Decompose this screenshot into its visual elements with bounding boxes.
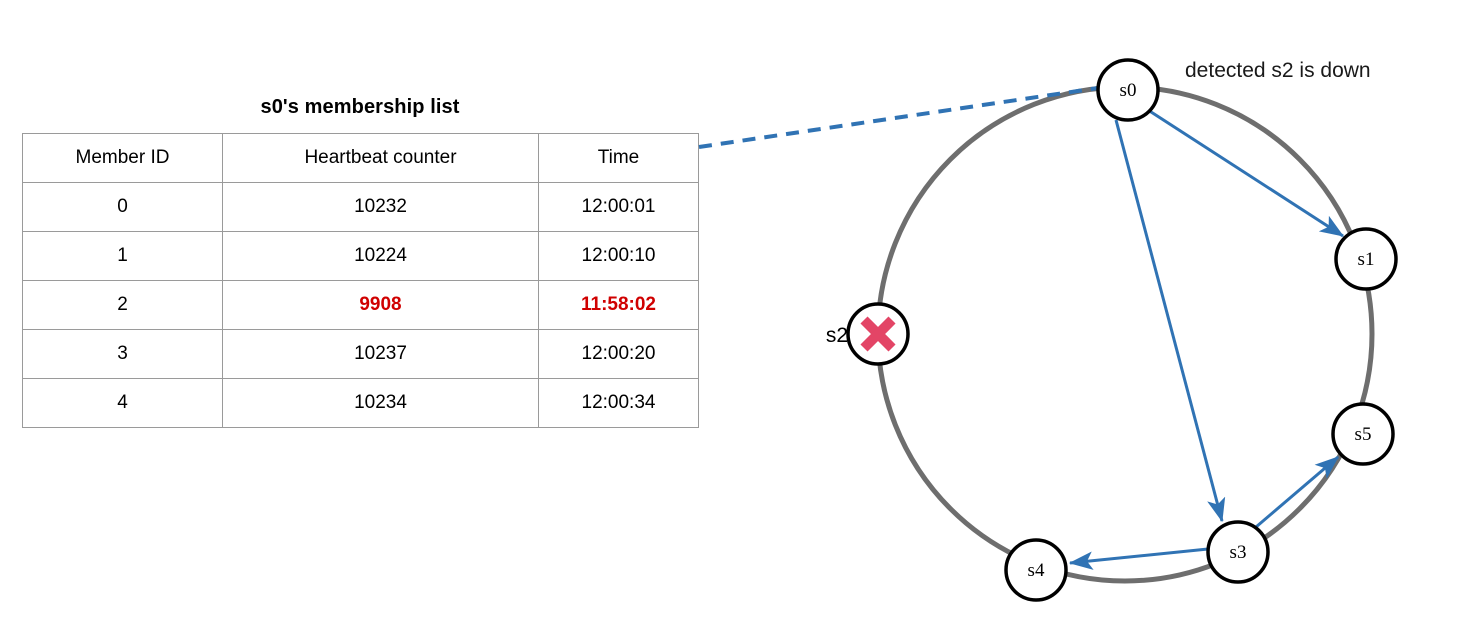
- table-row: 0 10232 12:00:01: [22, 182, 699, 232]
- cell-member-id: 2: [22, 280, 223, 330]
- node-label-s3: s3: [1230, 542, 1247, 563]
- ring-node-s3[interactable]: s3: [1206, 520, 1270, 584]
- gossip-arrow-s3-to-s5: [1255, 455, 1339, 529]
- cell-time-down: 11:58:02: [538, 280, 699, 330]
- column-header-heartbeat: Heartbeat counter: [222, 133, 539, 183]
- ring-node-s1[interactable]: s1: [1334, 227, 1398, 291]
- membership-table-block: s0's membership list Member ID Heartbeat…: [22, 96, 699, 428]
- cell-member-id: 4: [22, 378, 223, 428]
- node-label-s2: s2: [826, 324, 848, 347]
- table-row: 1 10224 12:00:10: [22, 231, 699, 281]
- column-header-member-id: Member ID: [22, 133, 223, 183]
- cell-heartbeat: 10232: [222, 182, 539, 232]
- cell-member-id: 3: [22, 329, 223, 379]
- cell-heartbeat: 10224: [222, 231, 539, 281]
- cell-heartbeat: 10234: [222, 378, 539, 428]
- gossip-arrow-s0-to-s1: [1147, 108, 1345, 238]
- node-label-s0: s0: [1120, 80, 1137, 101]
- cell-member-id: 0: [22, 182, 223, 232]
- node-circle-s4: [1004, 538, 1068, 602]
- node-label-s5: s5: [1355, 424, 1372, 445]
- table-row-down: 2 9908 11:58:02: [22, 280, 699, 330]
- ring-node-s2-down[interactable]: s2: [826, 302, 910, 366]
- cell-member-id: 1: [22, 231, 223, 281]
- node-label-s4: s4: [1028, 560, 1045, 581]
- cell-time: 12:00:20: [538, 329, 699, 379]
- annotation-detected-s2-down: detected s2 is down: [1185, 59, 1371, 82]
- cell-heartbeat-down: 9908: [222, 280, 539, 330]
- node-circle-s5: [1331, 402, 1395, 466]
- ring-node-s5[interactable]: s5: [1331, 402, 1395, 466]
- membership-table: Member ID Heartbeat counter Time 0 10232…: [22, 133, 699, 428]
- cell-time: 12:00:01: [538, 182, 699, 232]
- ring-node-s0[interactable]: s0: [1096, 58, 1160, 122]
- cell-time: 12:00:34: [538, 378, 699, 428]
- gossip-arrow-s0-to-s3: [1114, 119, 1226, 523]
- table-row: 4 10234 12:00:34: [22, 378, 699, 428]
- table-row: 3 10237 12:00:20: [22, 329, 699, 379]
- node-circle-s0: [1096, 58, 1160, 122]
- ring-node-s4[interactable]: s4: [1004, 538, 1068, 602]
- node-label-s1: s1: [1358, 249, 1375, 270]
- column-header-time: Time: [538, 133, 699, 183]
- gossip-arrow-s3-to-s4: [1068, 547, 1209, 570]
- node-circle-s1: [1334, 227, 1398, 291]
- cell-time: 12:00:10: [538, 231, 699, 281]
- callout-dashed-line: [698, 86, 1099, 149]
- x-mark-icon: [860, 316, 896, 352]
- cell-heartbeat: 10237: [222, 329, 539, 379]
- table-header-row: Member ID Heartbeat counter Time: [22, 133, 699, 183]
- table-title: s0's membership list: [260, 96, 460, 118]
- node-circle-s3: [1206, 520, 1270, 584]
- node-circle-s2: [846, 302, 910, 366]
- ring-circle: [875, 84, 1375, 584]
